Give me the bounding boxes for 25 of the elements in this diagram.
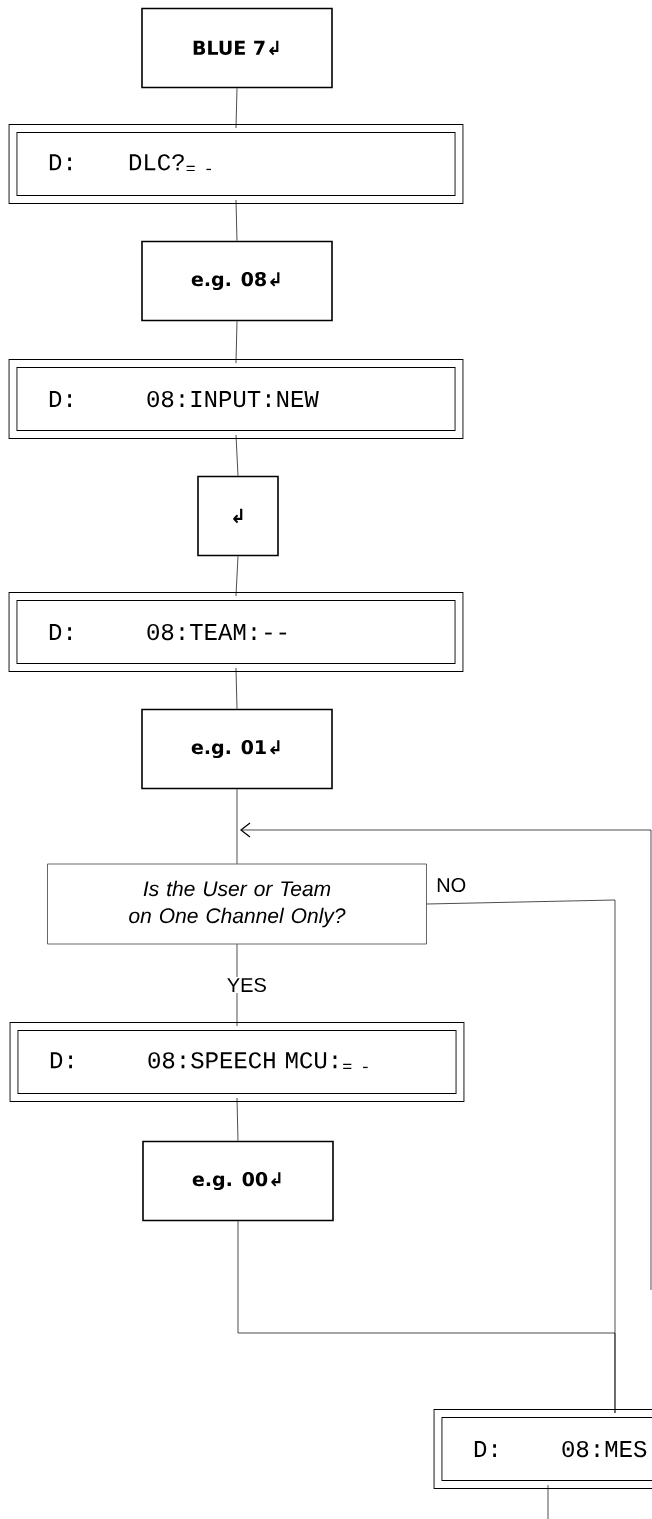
connector-line bbox=[236, 788, 238, 865]
arrow bbox=[240, 822, 652, 1291]
connector-line bbox=[426, 899, 616, 1414]
connector-line bbox=[236, 1097, 239, 1142]
connector-line bbox=[235, 199, 238, 242]
display-box: D: DLC?$_{= -}$ bbox=[8, 124, 464, 204]
connector-line bbox=[235, 434, 239, 477]
edge-label: YES bbox=[225, 976, 268, 994]
connector-line bbox=[236, 943, 238, 1027]
connector-line bbox=[235, 87, 238, 129]
key-box: e.g. 00↲ bbox=[142, 1140, 334, 1222]
connector-line bbox=[547, 1484, 549, 1519]
display-box: D: 08:TEAM:-- bbox=[8, 592, 464, 672]
key-box: BLUE 7↲ bbox=[141, 7, 333, 89]
display-box: D: 08:MES bbox=[433, 1409, 652, 1489]
key-box: e.g. 08↲ bbox=[141, 240, 333, 322]
key-box: ↲ bbox=[197, 475, 279, 557]
decision-box: Is the User or Team on One Channel Only? bbox=[47, 863, 427, 945]
connector-line bbox=[235, 320, 238, 364]
key-box: e.g. 01↲ bbox=[141, 708, 333, 790]
edge-label: NO bbox=[435, 876, 468, 894]
connector-line bbox=[235, 555, 239, 597]
display-box: D: 08:SPEECH MCU:$_{= -}$ bbox=[9, 1022, 465, 1102]
display-box: D: 08:INPUT:NEW bbox=[8, 359, 464, 439]
connector-line bbox=[235, 667, 238, 710]
